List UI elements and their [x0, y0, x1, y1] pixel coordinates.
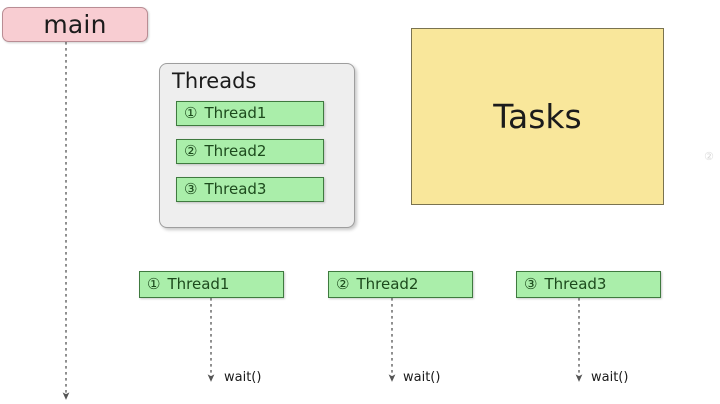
- panel-thread-item-2[interactable]: ② Thread2: [176, 139, 324, 164]
- circled-number-3-icon: ③: [184, 180, 198, 198]
- circled-number-1-icon: ①: [147, 275, 161, 293]
- panel-thread-label-3: Thread3: [204, 180, 267, 198]
- node-tasks[interactable]: Tasks: [411, 28, 664, 205]
- panel-thread-label-2: Thread2: [204, 142, 267, 160]
- row-thread-label-3: Thread3: [544, 275, 607, 293]
- panel-thread-label-1: Thread1: [204, 104, 267, 122]
- connector-thread-1-wait: [207, 298, 215, 382]
- wait-label-thread-1: wait(): [224, 370, 262, 385]
- row-thread-item-2[interactable]: ② Thread2: [328, 271, 473, 298]
- watermark-circled-number-icon: ②: [704, 150, 714, 163]
- connector-thread-3-wait: [575, 298, 583, 382]
- circled-number-1-icon: ①: [184, 104, 198, 122]
- circled-number-2-icon: ②: [336, 275, 350, 293]
- wait-label-thread-3: wait(): [591, 370, 629, 385]
- panel-threads-title: Threads: [172, 69, 257, 93]
- circled-number-2-icon: ②: [184, 142, 198, 160]
- node-main-label: main: [43, 10, 107, 39]
- wait-label-thread-2: wait(): [403, 370, 441, 385]
- node-main[interactable]: main: [2, 7, 148, 42]
- panel-thread-item-1[interactable]: ① Thread1: [176, 101, 324, 126]
- circled-number-3-icon: ③: [524, 275, 538, 293]
- row-thread-item-1[interactable]: ① Thread1: [139, 271, 284, 298]
- row-thread-label-1: Thread1: [167, 275, 230, 293]
- row-thread-item-3[interactable]: ③ Thread3: [516, 271, 661, 298]
- connector-thread-2-wait: [388, 298, 396, 382]
- row-thread-label-2: Thread2: [356, 275, 419, 293]
- panel-threads[interactable]: Threads ① Thread1 ② Thread2 ③ Thread3: [159, 63, 355, 228]
- panel-thread-item-3[interactable]: ③ Thread3: [176, 177, 324, 202]
- connector-main-lifeline: [62, 42, 70, 400]
- node-tasks-label: Tasks: [493, 97, 582, 136]
